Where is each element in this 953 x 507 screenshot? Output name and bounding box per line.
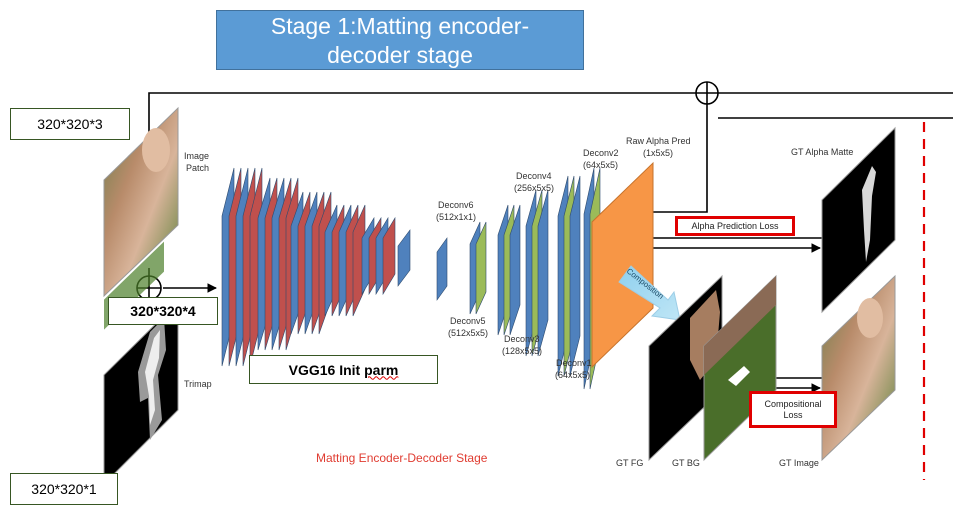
deconv6-label: Deconv6 [438, 200, 474, 210]
deconv6-shape: (512x1x1) [436, 212, 476, 222]
alpha-prediction-loss-label: Alpha Prediction Loss [691, 220, 779, 231]
encoder-blocks [221, 167, 411, 367]
input-trimap-dim: 320*320*1 [31, 481, 97, 497]
input-trimap-dim-box: 320*320*1 [10, 473, 118, 505]
trimap-image [103, 300, 179, 486]
alpha-prediction-loss-box: Alpha Prediction Loss [675, 216, 795, 236]
raw-alpha-label: Raw Alpha Pred [626, 136, 691, 146]
gt-bg-image [703, 274, 777, 462]
stage-caption: Matting Encoder-Decoder Stage [316, 451, 488, 465]
decoder-slab-4-2 [569, 175, 581, 377]
decoder-slab-3-2 [537, 189, 549, 357]
decoder-slab-2-2 [509, 204, 521, 336]
input-concat-dim-box: 320*320*4 [108, 297, 218, 325]
composition-arrow [618, 265, 681, 321]
encoder-slab-23 [382, 216, 396, 296]
image-patch-label: Image [184, 151, 209, 161]
deconv4-label: Deconv4 [516, 171, 552, 181]
deconv4-shape: (256x5x5) [514, 183, 554, 193]
stage-title-line2: decoder stage [327, 42, 473, 68]
gt-alpha-matte-label: GT Alpha Matte [791, 147, 853, 157]
input-rgb-dim: 320*320*3 [37, 116, 103, 132]
deconv2-label: Deconv2 [583, 148, 619, 158]
deconv3-shape: (128x5x5) [502, 346, 542, 356]
labels: Image Patch Trimap Deconv6 (512x1x1) Dec… [184, 136, 853, 468]
gt-alpha-matte-image [821, 126, 896, 314]
deconv5-shape: (512x5x5) [448, 328, 488, 338]
trimap-label: Trimap [184, 379, 212, 389]
compositional-loss-box: Compositional Loss [749, 391, 837, 428]
sum-plus-node [695, 81, 719, 105]
compositional-loss-label-1: Compositional [764, 398, 822, 409]
deconv5-label: Deconv5 [450, 316, 486, 326]
gt-image [821, 274, 896, 462]
encoder-slab-24 [397, 229, 411, 287]
deconv1-shape: (64x5x5) [555, 370, 590, 380]
compositional-loss-label-2: Loss [783, 409, 803, 420]
vgg-init-box: VGG16 Init parm [249, 355, 438, 384]
vgg-init-word: parm [364, 361, 399, 378]
deconv1-label: Deconv1 [556, 358, 592, 368]
image-patch-label-2: Patch [186, 163, 209, 173]
gt-bg-label: GT BG [672, 458, 700, 468]
gt-fg-label: GT FG [616, 458, 643, 468]
deconv2-shape: (64x5x5) [583, 160, 618, 170]
raw-alpha-output [591, 161, 654, 369]
deconv3-label: Deconv3 [504, 334, 540, 344]
decoder-slab-1-1 [475, 221, 487, 315]
vgg-init-text: VGG16 Init [288, 361, 365, 378]
raw-alpha-shape: (1x5x5) [643, 148, 673, 158]
stage-title: Stage 1:Matting encoder- decoder stage [216, 10, 584, 70]
gt-image-label: GT Image [779, 458, 819, 468]
decoder-slab-0-0 [436, 237, 448, 301]
stage-title-line1: Stage 1:Matting encoder- [270, 13, 530, 39]
input-concat-dim: 320*320*4 [130, 303, 196, 319]
input-rgb-dim-box: 320*320*3 [10, 108, 130, 140]
